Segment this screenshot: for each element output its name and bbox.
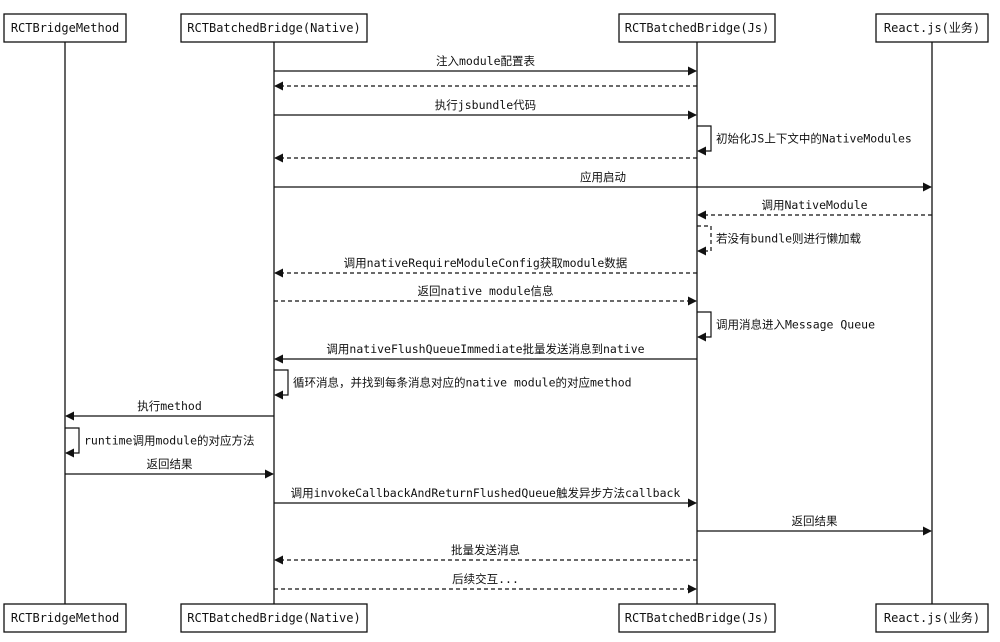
message-label: 返回结果 [147, 457, 193, 471]
message-10: 调用消息进入Message Queue [697, 311, 875, 342]
message-5: 应用启动 [274, 170, 932, 192]
lane-header-top-0: RCTBridgeMethod [3, 13, 127, 43]
lane-header-top-3: React.js(业务) [875, 13, 989, 43]
message-label: 后续交互... [452, 572, 519, 586]
lifelines [64, 42, 933, 604]
message-15: 返回结果 [65, 457, 274, 479]
message-label: 循环消息，并找到每条消息对应的native module的对应method [293, 376, 632, 390]
self-message-arrow [697, 225, 712, 256]
lane-box [618, 603, 776, 633]
self-message-arrow [697, 125, 712, 156]
message-label: 返回结果 [792, 514, 838, 528]
lane-box [3, 603, 127, 633]
message-label: 应用启动 [580, 170, 626, 184]
message-3: 初始化JS上下文中的NativeModules [697, 125, 912, 156]
lane-header-top-2: RCTBatchedBridge(Js) [618, 13, 776, 43]
self-message-arrow [697, 311, 712, 342]
message-19: 后续交互... [274, 572, 697, 594]
message-8: 调用nativeRequireModuleConfig获取module数据 [274, 256, 697, 278]
lane-header-bottom-1: RCTBatchedBridge(Native) [180, 603, 368, 633]
lane-box [875, 13, 989, 43]
lane-label: RCTBatchedBridge(Js) [625, 611, 770, 625]
message-label: 调用消息进入Message Queue [716, 318, 875, 332]
message-12: 循环消息，并找到每条消息对应的native module的对应method [274, 369, 632, 400]
lane-label: RCTBridgeMethod [11, 611, 119, 625]
lane-label: React.js(业务) [884, 20, 980, 35]
lane-header-bottom-3: React.js(业务) [875, 603, 989, 633]
lane-label: RCTBatchedBridge(Native) [187, 611, 360, 625]
messages: 注入module配置表执行jsbundle代码初始化JS上下文中的NativeM… [65, 54, 932, 594]
message-label: 若没有bundle则进行懒加载 [716, 232, 862, 246]
message-label: 执行method [137, 399, 202, 413]
message-label: 注入module配置表 [436, 54, 536, 68]
lane-box [618, 13, 776, 43]
lane-box [180, 603, 368, 633]
lane-box [3, 13, 127, 43]
lane-headers-top: RCTBridgeMethod RCTBatchedBridge(Native) R… [3, 13, 989, 43]
lane-label: React.js(业务) [884, 610, 980, 625]
lane-label: RCTBatchedBridge(Native) [187, 21, 360, 35]
message-label: 调用nativeRequireModuleConfig获取module数据 [344, 256, 628, 270]
message-9: 返回native module信息 [274, 284, 697, 306]
message-17: 返回结果 [697, 514, 932, 536]
message-2: 执行jsbundle代码 [274, 98, 697, 120]
message-13: 执行method [65, 399, 274, 421]
lane-header-bottom-0: RCTBridgeMethod [3, 603, 127, 633]
message-11: 调用nativeFlushQueueImmediate批量发送消息到native [274, 342, 697, 364]
message-7: 若没有bundle则进行懒加载 [697, 225, 862, 256]
message-label: 调用nativeFlushQueueImmediate批量发送消息到native [326, 342, 644, 356]
lane-headers-bottom: RCTBridgeMethod RCTBatchedBridge(Native) R… [3, 603, 989, 633]
message-label: 返回native module信息 [417, 284, 553, 298]
lane-box [875, 603, 989, 633]
self-message-arrow [274, 369, 289, 400]
message-6: 调用NativeModule [697, 198, 932, 220]
message-18: 批量发送消息 [274, 543, 697, 565]
self-message-arrow [65, 427, 80, 458]
lane-box [180, 13, 368, 43]
message-label: runtime调用module的对应方法 [84, 434, 255, 448]
lane-header-top-1: RCTBatchedBridge(Native) [180, 13, 368, 43]
lane-label: RCTBatchedBridge(Js) [625, 21, 770, 35]
message-label: 调用invokeCallbackAndReturnFlushedQueue触发异… [291, 486, 681, 500]
message-label: 批量发送消息 [451, 543, 520, 557]
message-14: runtime调用module的对应方法 [65, 427, 255, 458]
lane-label: RCTBridgeMethod [11, 21, 119, 35]
message-label: 执行jsbundle代码 [435, 98, 536, 112]
message-label: 调用NativeModule [761, 198, 867, 212]
message-0: 注入module配置表 [274, 54, 697, 76]
message-label: 初始化JS上下文中的NativeModules [716, 132, 912, 146]
message-16: 调用invokeCallbackAndReturnFlushedQueue触发异… [274, 486, 697, 508]
lane-header-bottom-2: RCTBatchedBridge(Js) [618, 603, 776, 633]
